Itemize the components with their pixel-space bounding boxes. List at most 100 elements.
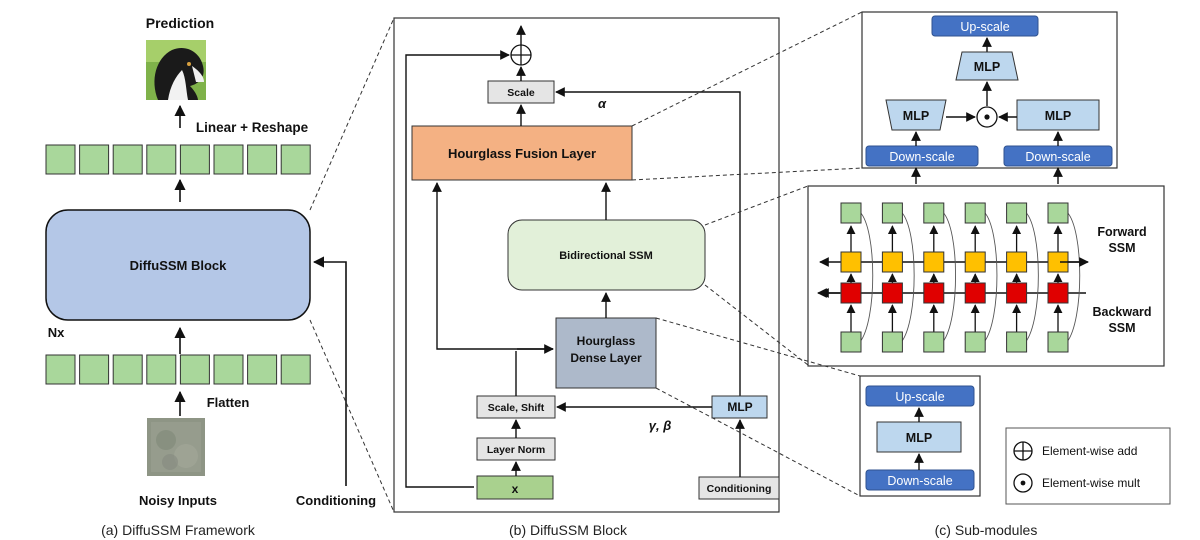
conditioning-label-b: Conditioning bbox=[707, 483, 772, 495]
zoom-line-ssm-bottom bbox=[704, 284, 809, 366]
forward-ssm-state bbox=[840, 251, 862, 273]
backward-ssm-state bbox=[881, 282, 903, 304]
ssm-input-square bbox=[1006, 331, 1028, 353]
scale-shift-label: Scale, Shift bbox=[488, 402, 545, 414]
backward-ssm-line1: Backward bbox=[1092, 305, 1151, 319]
token-square bbox=[146, 354, 177, 385]
output-token-row bbox=[45, 144, 311, 175]
legend-mult-label: Element-wise mult bbox=[1042, 476, 1141, 490]
downscale-label-dense: Down-scale bbox=[887, 474, 952, 488]
mlp-label-top: MLP bbox=[974, 60, 1000, 74]
zoom-line-ssm-top bbox=[704, 185, 809, 226]
alpha-label: α bbox=[598, 96, 607, 111]
ssm-input-square bbox=[1047, 331, 1069, 353]
backward-ssm-line2: SSM bbox=[1108, 321, 1135, 335]
forward-ssm-state bbox=[923, 251, 945, 273]
downscale-label-right: Down-scale bbox=[1025, 150, 1090, 164]
ssm-grid bbox=[817, 202, 1089, 353]
ssm-submodule-frame bbox=[807, 185, 1165, 367]
input-x-box bbox=[476, 475, 554, 500]
ssm-output-square bbox=[1006, 202, 1028, 224]
legend-add-label: Element-wise add bbox=[1042, 444, 1137, 458]
mlp-box-dense bbox=[876, 421, 962, 453]
ssm-output-square bbox=[1047, 202, 1069, 224]
token-square bbox=[79, 354, 110, 385]
forward-ssm-state bbox=[881, 251, 903, 273]
flatten-label: Flatten bbox=[207, 395, 250, 410]
caption-c: (c) Sub-modules bbox=[935, 522, 1038, 538]
ssm-skip-arc bbox=[859, 211, 874, 343]
legend-box bbox=[1005, 427, 1171, 505]
forward-ssm-line2: SSM bbox=[1108, 241, 1135, 255]
conditioning-box-b bbox=[698, 476, 780, 500]
ssm-input-square bbox=[881, 331, 903, 353]
upscale-label-fusion: Up-scale bbox=[960, 20, 1009, 34]
bidirectional-ssm-label: Bidirectional SSM bbox=[559, 250, 653, 262]
token-square bbox=[213, 144, 244, 175]
dense-submodule-frame bbox=[859, 375, 981, 497]
ssm-skip-arc bbox=[942, 211, 956, 343]
fusion-submodule-frame bbox=[861, 11, 1118, 169]
token-square bbox=[79, 144, 110, 175]
token-square bbox=[45, 354, 76, 385]
token-square bbox=[247, 354, 278, 385]
forward-ssm-line1: Forward bbox=[1097, 225, 1146, 239]
mlp-label-dense: MLP bbox=[906, 431, 932, 445]
zoom-line-fusion-bottom bbox=[631, 167, 863, 181]
diffussm-block-box bbox=[45, 209, 311, 321]
zoom-line-dense-bottom bbox=[655, 387, 861, 497]
ssm-output-square bbox=[964, 202, 986, 224]
ssm-output-square bbox=[923, 202, 945, 224]
diffussm-block-label: DiffuSSM Block bbox=[130, 258, 228, 273]
zoom-line-bottom bbox=[309, 319, 395, 513]
ssm-output-square bbox=[840, 202, 862, 224]
conditioning-label-a: Conditioning bbox=[296, 493, 376, 508]
downscale-box-dense bbox=[865, 469, 975, 491]
mlp-label-b: MLP bbox=[727, 400, 752, 414]
ssm-input-square bbox=[964, 331, 986, 353]
downscale-label-left: Down-scale bbox=[889, 150, 954, 164]
noisy-inputs-label: Noisy Inputs bbox=[139, 493, 217, 508]
dense-layer-line1: Hourglass bbox=[577, 334, 636, 348]
backward-ssm-state bbox=[923, 282, 945, 304]
backward-ssm-state bbox=[840, 282, 862, 304]
input-x-label: x bbox=[512, 482, 519, 496]
zoom-line-dense-top bbox=[655, 317, 861, 377]
token-square bbox=[179, 354, 210, 385]
caption-a: (a) DiffuSSM Framework bbox=[101, 522, 256, 538]
dense-layer-line2: Dense Layer bbox=[570, 351, 642, 365]
gamma-beta-label: γ, β bbox=[649, 418, 672, 433]
element-wise-mult-node bbox=[976, 106, 998, 128]
scale-label: Scale bbox=[507, 87, 535, 99]
noisy-input-image bbox=[147, 418, 205, 476]
ssm-input-square bbox=[923, 331, 945, 353]
input-token-row bbox=[45, 354, 311, 385]
backward-ssm-state bbox=[964, 282, 986, 304]
panel-a: Prediction Linear + Reshape DiffuSSM Blo… bbox=[45, 15, 376, 538]
token-square bbox=[146, 144, 177, 175]
upscale-box-dense bbox=[865, 385, 975, 407]
token-square bbox=[280, 144, 311, 175]
prediction-label: Prediction bbox=[146, 15, 214, 31]
legend-add-icon bbox=[1013, 441, 1033, 461]
caption-b: (b) DiffuSSM Block bbox=[509, 522, 628, 538]
backward-ssm-state bbox=[1047, 282, 1069, 304]
downscale-box-left bbox=[865, 145, 979, 167]
ssm-output-square bbox=[881, 202, 903, 224]
token-square bbox=[112, 144, 143, 175]
legend-mult-icon bbox=[1013, 473, 1033, 493]
ssm-skip-arc bbox=[901, 211, 915, 343]
hourglass-fusion-layer-label: Hourglass Fusion Layer bbox=[448, 146, 596, 161]
element-wise-add-node bbox=[510, 44, 532, 66]
mlp-label-left: MLP bbox=[903, 109, 929, 123]
hourglass-fusion-layer-box bbox=[411, 125, 633, 181]
ssm-input-square bbox=[840, 331, 862, 353]
mlp-label-right: MLP bbox=[1045, 109, 1071, 123]
layer-norm-label: Layer Norm bbox=[487, 444, 545, 456]
token-square bbox=[179, 144, 210, 175]
panel-b: Scale α Hourglass Fusion Layer Bidirecti… bbox=[393, 17, 780, 538]
token-square bbox=[112, 354, 143, 385]
upscale-label-dense: Up-scale bbox=[895, 390, 944, 404]
zoom-line-top bbox=[309, 17, 395, 211]
ssm-skip-arc bbox=[1066, 211, 1081, 343]
